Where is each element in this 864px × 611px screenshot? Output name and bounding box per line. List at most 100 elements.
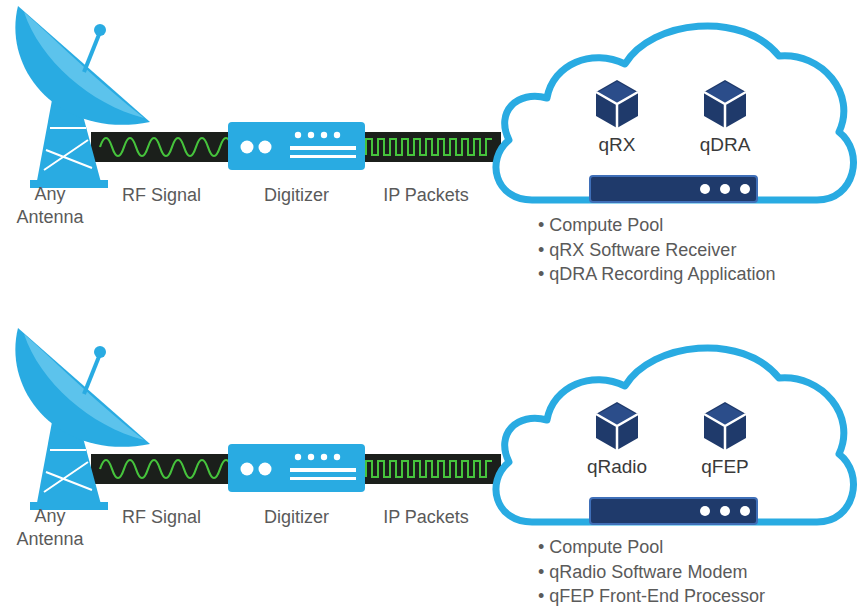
cube-body xyxy=(704,402,746,450)
text-block: Any Antenna xyxy=(5,183,95,229)
text-block: qFEP xyxy=(675,456,775,478)
antenna-node: Any Antenna xyxy=(5,0,95,228)
digitizer-slot xyxy=(290,477,356,480)
cube-body xyxy=(704,80,746,128)
antenna-illustration xyxy=(0,322,160,512)
digitizer-box xyxy=(228,122,365,170)
cube-edges xyxy=(704,414,746,450)
cloud-node: • Compute Pool• qRX Software Receiver• q… xyxy=(487,12,862,207)
cube-edges xyxy=(704,92,746,128)
text-block: Any Antenna xyxy=(5,505,95,551)
cube-top xyxy=(706,82,745,104)
digitizer-led xyxy=(334,132,340,138)
text-block: qDRA xyxy=(675,134,775,156)
cube-edges xyxy=(596,92,638,128)
bullet-item: • Compute Pool xyxy=(538,535,853,560)
digitizer-knob xyxy=(241,141,254,154)
dish-bowl xyxy=(15,328,150,447)
node-label: qRX xyxy=(567,134,667,156)
text-block: Digitizer xyxy=(208,184,385,206)
digitizer-led xyxy=(308,132,314,138)
dish-bowl xyxy=(15,6,150,125)
server-led xyxy=(700,506,710,516)
cloud-outline xyxy=(487,12,862,207)
antenna-node: Any Antenna xyxy=(5,322,95,550)
signal-cable xyxy=(361,454,501,484)
digitizer-led xyxy=(321,454,327,460)
server-led xyxy=(740,184,750,194)
signal-cable xyxy=(361,132,501,162)
cube-top xyxy=(598,404,637,426)
digitizer-box xyxy=(228,444,365,492)
cube-icon xyxy=(704,402,746,450)
dish-inner xyxy=(24,334,144,440)
cloud-shape xyxy=(496,26,854,200)
server-unit xyxy=(590,176,757,202)
digitizer-slot xyxy=(290,146,356,150)
digitizer-body xyxy=(228,444,365,492)
signal-cable xyxy=(91,132,242,162)
server-unit xyxy=(590,498,757,524)
bullet-item: • qFEP Front-End Processor xyxy=(538,584,853,609)
connector-group xyxy=(91,147,501,469)
signal-cable xyxy=(91,454,242,484)
service-cube: qRadio xyxy=(582,402,652,482)
feed-horn xyxy=(94,346,106,358)
text-block: Digitizer xyxy=(208,506,385,528)
node-label: qDRA xyxy=(675,134,775,156)
digitizer-led xyxy=(334,454,340,460)
node-label: qFEP xyxy=(675,456,775,478)
cable-label: RF Signal xyxy=(92,184,232,206)
feed-strut xyxy=(84,32,100,72)
text-block: • Compute Pool• qRadio Software Modem• q… xyxy=(538,535,853,609)
server-led xyxy=(720,184,730,194)
dish-inner xyxy=(24,12,144,118)
antenna-illustration xyxy=(0,0,160,190)
text-block: qRX xyxy=(567,134,667,156)
digitizer-slot xyxy=(290,155,356,158)
cube-icon xyxy=(596,80,638,128)
rf-sine-wave xyxy=(100,460,232,478)
server-led xyxy=(720,506,730,516)
cable-label: IP Packets xyxy=(356,184,496,206)
cable-label: RF Signal xyxy=(92,506,232,528)
cable-label: IP Packets xyxy=(356,506,496,528)
bullet-item: • qRX Software Receiver xyxy=(538,238,853,263)
digitizer-led xyxy=(295,132,301,138)
service-cube: qFEP xyxy=(690,402,760,482)
digitizer-led xyxy=(321,132,327,138)
node-label: Any Antenna xyxy=(5,183,95,229)
digitizer-slot xyxy=(290,468,356,472)
text-block: qRadio xyxy=(567,456,667,478)
server-led xyxy=(740,506,750,516)
bullet-item: • qDRA Recording Application xyxy=(538,262,853,287)
digitizer-knob xyxy=(259,463,272,476)
rf-sine-wave xyxy=(100,138,232,156)
node-label: Digitizer xyxy=(208,184,385,206)
node-label: Digitizer xyxy=(208,506,385,528)
node-label: qRadio xyxy=(567,456,667,478)
cube-body xyxy=(596,402,638,450)
service-cube: qRX xyxy=(582,80,652,160)
cube-icon xyxy=(704,80,746,128)
digitizer-body xyxy=(228,122,365,170)
digitizer-node: Digitizer xyxy=(228,122,365,207)
ip-square-wave xyxy=(366,139,492,155)
node-label: Any Antenna xyxy=(5,505,95,551)
digitizer-node: Digitizer xyxy=(228,444,365,529)
cube-icon xyxy=(596,402,638,450)
cloud-shape xyxy=(496,348,854,522)
service-cube: qDRA xyxy=(690,80,760,160)
bullet-item: • qRadio Software Modem xyxy=(538,560,853,585)
mount-lattice xyxy=(44,128,92,170)
cube-top xyxy=(706,404,745,426)
mount-lattice xyxy=(44,450,92,492)
digitizer-knob xyxy=(241,463,254,476)
cloud-outline xyxy=(487,334,862,529)
digitizer-knob xyxy=(259,141,272,154)
feed-horn xyxy=(94,24,106,36)
cube-top xyxy=(598,82,637,104)
digitizer-led xyxy=(308,454,314,460)
digitizer-led xyxy=(295,454,301,460)
